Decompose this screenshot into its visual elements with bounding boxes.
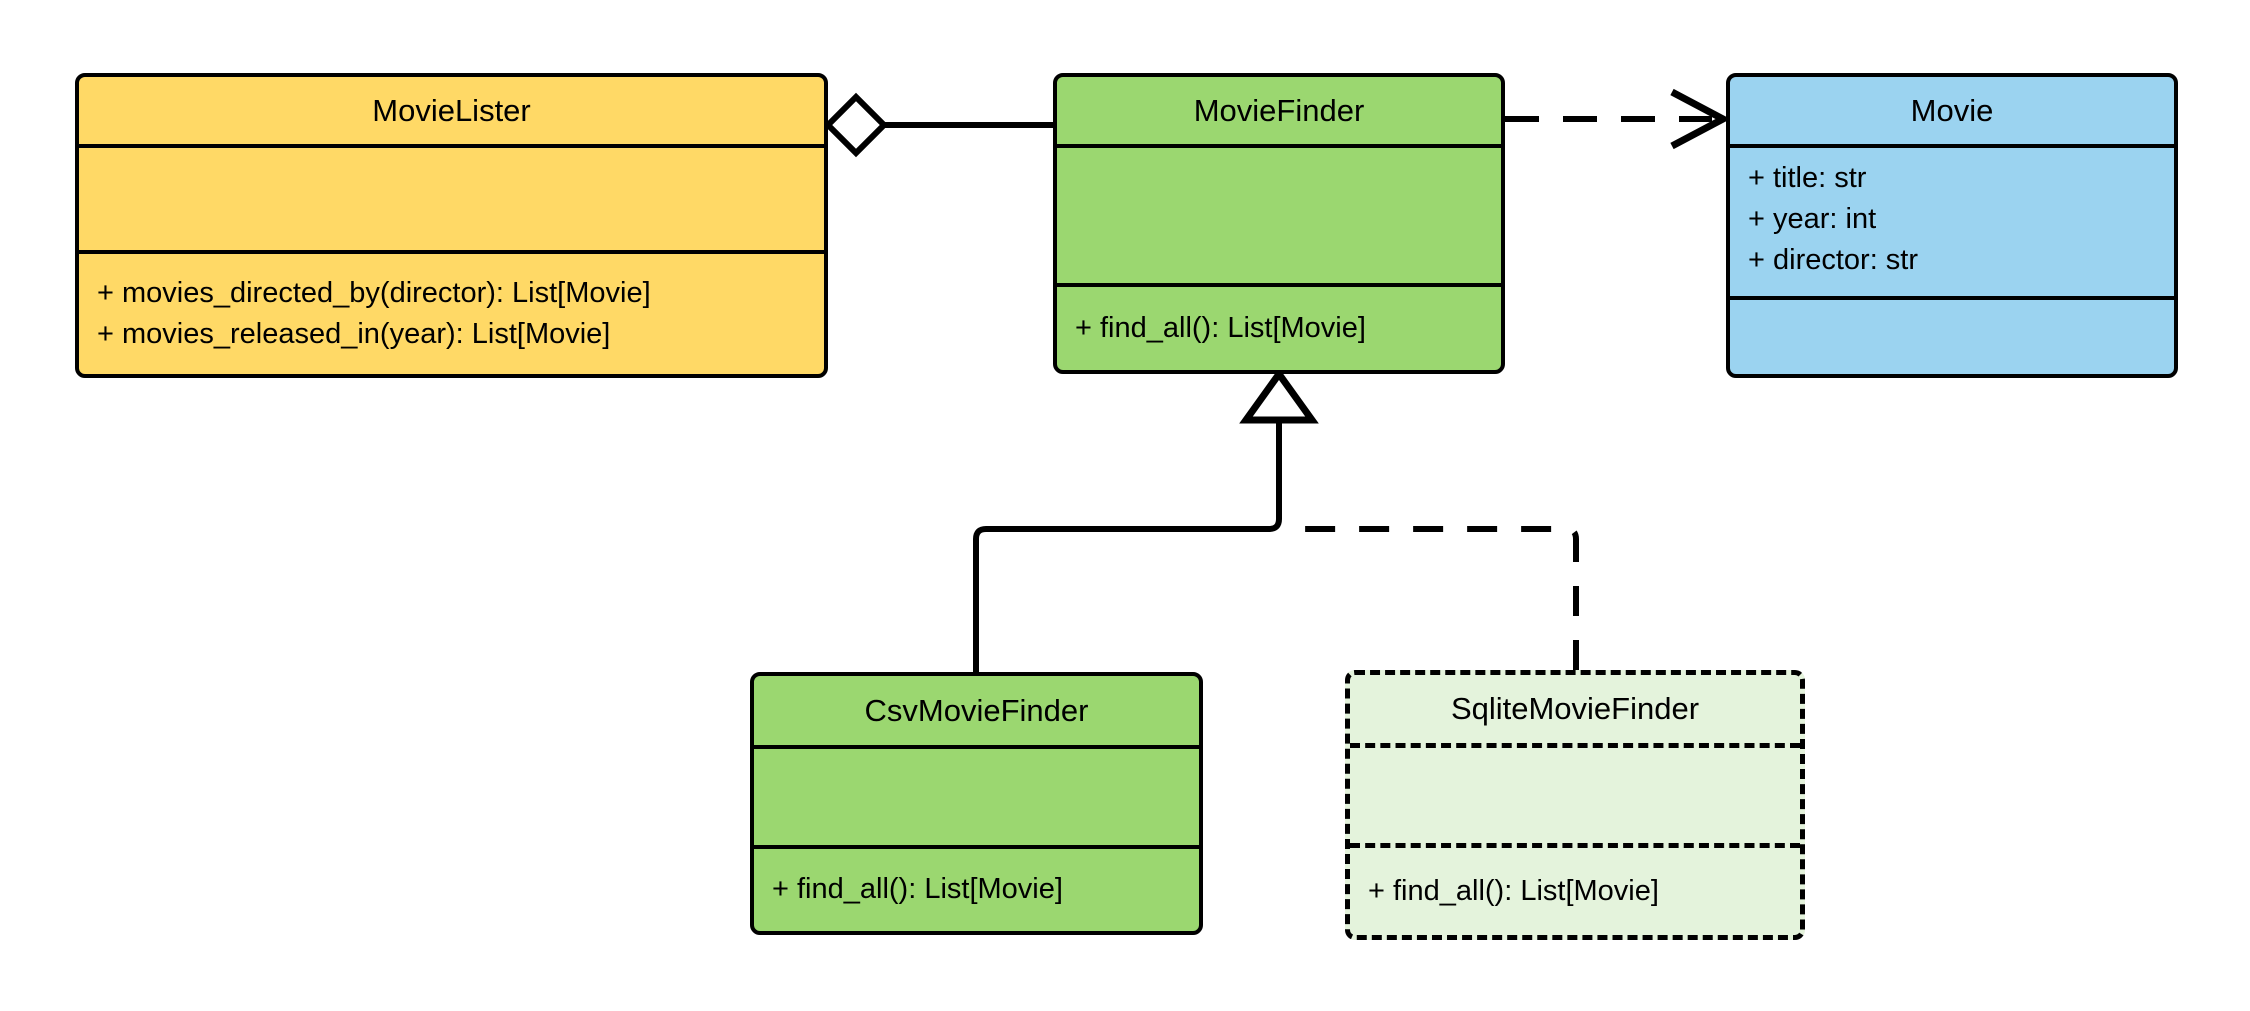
class-name-compartment: MovieLister (79, 77, 824, 148)
generalization-line-solid (973, 418, 1282, 672)
class-box-sqlitemoviefinder[interactable]: SqliteMovieFinder + find_all(): List[Mov… (1345, 670, 1805, 940)
generalization-line-dashed (1289, 526, 1579, 670)
open-arrow-icon (1670, 88, 1731, 150)
class-name-label: MovieFinder (1193, 92, 1365, 128)
class-name-compartment: CsvMovieFinder (754, 676, 1199, 749)
class-operations-compartment: + find_all(): List[Movie] (1350, 848, 1800, 935)
generalization-csvmoviefinder-moviefinder[interactable] (973, 367, 1319, 672)
class-attributes-compartment (1350, 748, 1800, 848)
operation-item: + movies_released_in(year): List[Movie] (97, 318, 611, 350)
class-box-movielister[interactable]: MovieLister + movies_directed_by(directo… (75, 73, 828, 378)
dependency-moviefinder-movie[interactable] (1505, 88, 1731, 150)
attribute-item: + director: str (1748, 244, 1919, 277)
class-operations-compartment (1730, 300, 2174, 374)
class-operations-compartment: + find_all(): List[Movie] (754, 849, 1199, 931)
operation-item: + movies_directed_by(director): List[Mov… (97, 276, 651, 309)
open-diamond-icon (823, 92, 889, 158)
operation-item: + find_all(): List[Movie] (1075, 311, 1366, 344)
class-operations-compartment: + find_all(): List[Movie] (1057, 287, 1501, 370)
operation-item: + find_all(): List[Movie] (772, 873, 1063, 906)
class-box-moviefinder[interactable]: MovieFinder + find_all(): List[Movie] (1053, 73, 1505, 374)
aggregation-movielister-moviefinder[interactable] (823, 92, 1053, 158)
class-attributes-compartment (754, 749, 1199, 849)
class-box-csvmoviefinder[interactable]: CsvMovieFinder + find_all(): List[Movie] (750, 672, 1203, 935)
hollow-triangle-icon (1239, 367, 1319, 424)
attribute-item: + year: int (1748, 203, 1877, 236)
class-box-movie[interactable]: Movie + title: str + year: int + directo… (1726, 73, 2178, 378)
generalization-sqlitemoviefinder-moviefinder[interactable] (1289, 526, 1579, 670)
class-name-label: Movie (1910, 92, 1994, 128)
attribute-item: + title: str (1748, 162, 1867, 194)
class-attributes-compartment (79, 148, 824, 254)
class-name-label: SqliteMovieFinder (1450, 691, 1700, 727)
class-operations-compartment: + movies_directed_by(director): List[Mov… (79, 254, 824, 374)
class-name-compartment: MovieFinder (1057, 77, 1501, 148)
class-attributes-compartment: + title: str + year: int + director: str (1730, 148, 2174, 300)
class-attributes-compartment (1057, 148, 1501, 287)
class-name-label: CsvMovieFinder (864, 692, 1089, 728)
operation-item: + find_all(): List[Movie] (1368, 874, 1659, 907)
class-name-compartment: Movie (1730, 77, 2174, 148)
class-name-compartment: SqliteMovieFinder (1350, 675, 1800, 748)
class-name-label: MovieLister (372, 92, 531, 128)
